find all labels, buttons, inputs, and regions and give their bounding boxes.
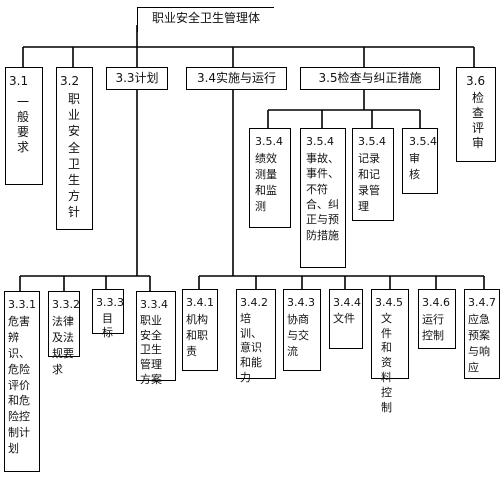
node-label: 培训、意识和能力 xyxy=(240,311,262,385)
node-id: 3.4.4 xyxy=(333,296,361,309)
node-id: 3.5.4 xyxy=(306,135,334,148)
node-label: 实施与运行 xyxy=(216,71,277,85)
node-label: 运行控制 xyxy=(422,312,444,342)
node-id: 3.1 xyxy=(9,74,29,88)
node-check-4: 3.5.4 审核 xyxy=(402,128,438,194)
node-plan-3: 3.3.3 目标 xyxy=(92,289,124,339)
node-label: 审核 xyxy=(409,151,420,181)
node-3-2: 3.2 职业安全卫生方针 xyxy=(56,67,93,230)
node-impl-7: 3.4.7 应急预案与响应 xyxy=(464,289,500,379)
node-label: 职业安全卫生管理方案 xyxy=(140,313,162,387)
node-id: 3.4.5 xyxy=(375,296,403,309)
node-label: 检查与纠正措施 xyxy=(337,71,422,85)
node-plan-4: 3.3.4 职业安全卫生管理方案 xyxy=(136,291,176,386)
node-3-6: 3.6 检查评审 xyxy=(456,67,496,162)
node-id: 3.5.4 xyxy=(358,135,386,148)
node-check-1: 3.5.4 绩效测量和监测 xyxy=(249,128,291,228)
node-3-4: 3.4实施与运行 xyxy=(186,67,287,90)
node-impl-6: 3.4.6 运行控制 xyxy=(418,289,456,349)
node-id: 3.3.1 xyxy=(8,298,36,311)
node-label: 文件和资料控制 xyxy=(381,311,392,414)
node-impl-4: 3.4.4 文件 xyxy=(329,289,363,349)
node-label: 协商与交流 xyxy=(287,312,309,358)
node-id: 3.5.4 xyxy=(255,135,283,148)
node-3-1: 3.1 一般要求 xyxy=(5,67,43,185)
node-id: 3.4.2 xyxy=(240,296,268,309)
node-check-3: 3.5.4 记录和记录管理 xyxy=(352,128,394,221)
node-label: 记录和记录管理 xyxy=(358,151,380,213)
node-id: 3.2 xyxy=(60,74,80,88)
node-id: 3.4.3 xyxy=(287,296,315,309)
node-check-2: 3.5.4 事故、事件、不符合、纠正与预防措施 xyxy=(300,128,346,268)
node-id: 3.3 xyxy=(115,71,135,85)
node-id: 3.4 xyxy=(196,71,217,85)
node-impl-2: 3.4.2 培训、意识和能力 xyxy=(236,289,276,384)
node-label: 一般要求 xyxy=(17,95,30,154)
node-label: 危害辨识、危险评价和危险控制计划 xyxy=(8,314,30,456)
node-id: 3.5 xyxy=(318,71,338,85)
node-id: 3.3.2 xyxy=(52,298,80,311)
node-plan-1: 3.3.1 危害辨识、危险评价和危险控制计划 xyxy=(4,291,40,472)
node-id: 3.3.3 xyxy=(96,296,124,309)
node-3-5: 3.5检查与纠正措施 xyxy=(300,67,440,90)
node-label: 法律及法规要求 xyxy=(52,314,74,376)
node-label: 计划 xyxy=(134,71,159,85)
node-impl-3: 3.4.3 协商与交流 xyxy=(283,289,321,371)
node-id: 3.6 xyxy=(466,74,486,88)
node-id: 3.3.4 xyxy=(140,298,168,311)
root-title-box: 职业安全卫生管理体 xyxy=(137,7,274,32)
node-impl-1: 3.4.1 机构和职责 xyxy=(182,289,218,371)
node-label: 应急预案与响应 xyxy=(468,312,490,374)
node-id: 3.4.1 xyxy=(186,296,214,309)
node-label: 事故、事件、不符合、纠正与预防措施 xyxy=(306,151,339,242)
node-impl-5: 3.4.5 文件和资料控制 xyxy=(371,289,409,414)
node-label: 职业安全卫生方针 xyxy=(68,92,81,220)
node-label: 文件 xyxy=(333,311,355,325)
root-title: 职业安全卫生管理体 xyxy=(151,11,260,25)
node-label: 检查评审 xyxy=(472,91,485,150)
node-label: 目标 xyxy=(102,311,113,339)
node-id: 3.4.7 xyxy=(468,296,496,309)
node-id: 3.4.6 xyxy=(422,296,450,309)
node-3-3: 3.3计划 xyxy=(106,67,168,90)
node-plan-2: 3.3.2 法律及法规要求 xyxy=(48,291,80,376)
node-label: 机构和职责 xyxy=(186,312,208,358)
node-id: 3.5.4 xyxy=(409,135,437,148)
node-label: 绩效测量和监测 xyxy=(255,151,277,213)
